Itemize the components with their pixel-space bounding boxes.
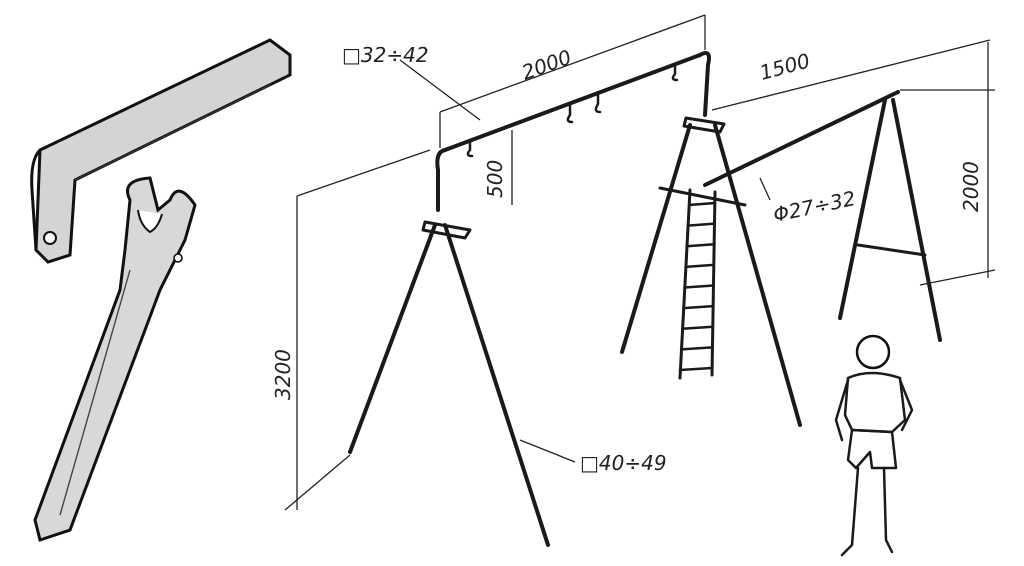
- ladder-rung: [684, 263, 716, 269]
- ladder-rung: [683, 284, 715, 289]
- ladder-rung: [686, 222, 716, 227]
- ladder-rung: [681, 325, 714, 330]
- top-bar-length-label: 2000: [519, 45, 575, 85]
- ladder-rung: [685, 243, 716, 248]
- swing-frame: [348, 51, 942, 547]
- ladder-rung: [678, 366, 714, 372]
- child-figure: [834, 334, 914, 557]
- hook-drop-label: 500: [483, 160, 507, 198]
- frame-leg-section-label: □40÷49: [580, 451, 667, 475]
- elbow-bracket-detail: [30, 38, 292, 264]
- ladder-rung: [682, 304, 715, 310]
- span-length-label: 1500: [757, 48, 812, 84]
- low-bar-section-label: Φ27÷32: [771, 186, 858, 227]
- top-bar-section-label: □32÷42: [342, 43, 429, 67]
- ladder-rung: [687, 201, 717, 207]
- total-height-label: 3200: [271, 349, 295, 400]
- ladder: [678, 188, 717, 380]
- ladder-rung: [679, 346, 714, 351]
- dimension-lines: [284, 14, 996, 511]
- dimension-labels: 2000 1500 2000 3200 500 □32÷42 □40÷49 Φ2…: [271, 43, 983, 475]
- low-bar-height-label: 2000: [959, 161, 983, 212]
- clamp-bracket-detail: [33, 176, 197, 542]
